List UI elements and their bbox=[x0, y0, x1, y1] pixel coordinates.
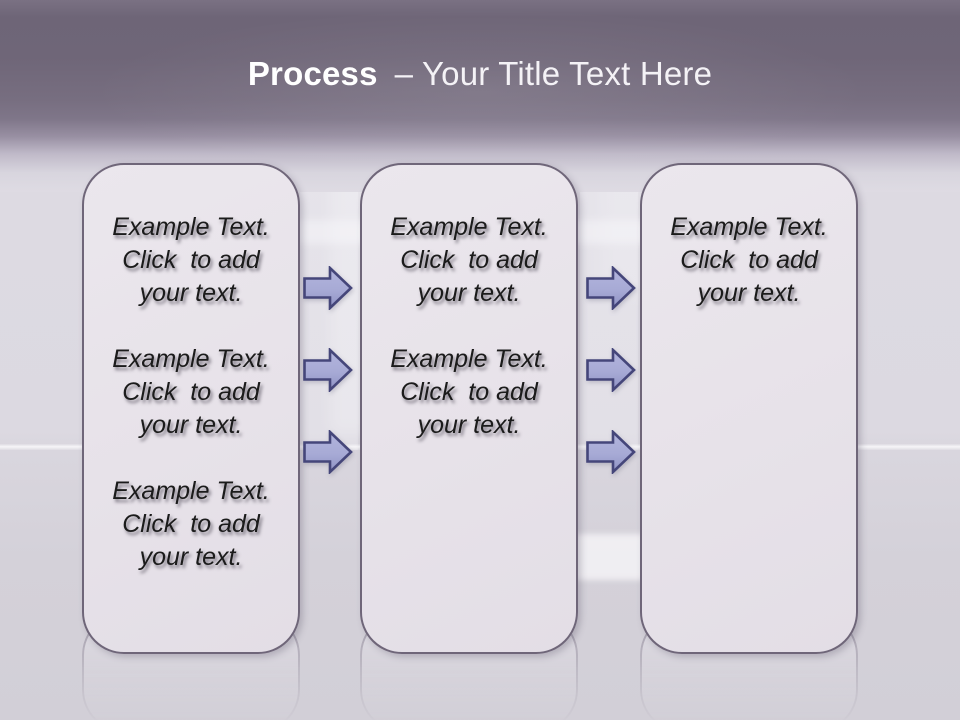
title-bar bbox=[0, 0, 960, 192]
right-arrow-icon bbox=[586, 348, 636, 392]
process-panel-1[interactable]: Example Text. Click to add your text. Ex… bbox=[82, 163, 300, 654]
right-arrow-icon bbox=[586, 266, 636, 310]
slide-title-keyword: Process bbox=[247, 55, 378, 92]
placeholder-text[interactable]: Example Text. Click to add your text. bbox=[390, 345, 548, 439]
placeholder-text[interactable]: Example Text. Click to add your text. bbox=[112, 345, 270, 439]
placeholder-text[interactable]: Example Text. Click to add your text. bbox=[112, 477, 270, 571]
right-arrow-icon bbox=[586, 430, 636, 474]
process-panel-3[interactable]: Example Text. Click to add your text. bbox=[640, 163, 858, 654]
right-arrow-icon bbox=[303, 348, 353, 392]
placeholder-text[interactable]: Example Text. Click to add your text. bbox=[390, 213, 548, 307]
process-panel-2[interactable]: Example Text. Click to add your text. Ex… bbox=[360, 163, 578, 654]
placeholder-text[interactable]: Example Text. Click to add your text. bbox=[112, 213, 270, 307]
right-arrow-icon bbox=[303, 430, 353, 474]
slide-title: Process – Your Title Text Here bbox=[0, 54, 960, 94]
slide-title-subtitle: – Your Title Text Here bbox=[394, 55, 713, 92]
placeholder-text[interactable]: Example Text. Click to add your text. bbox=[670, 213, 828, 307]
right-arrow-icon bbox=[303, 266, 353, 310]
